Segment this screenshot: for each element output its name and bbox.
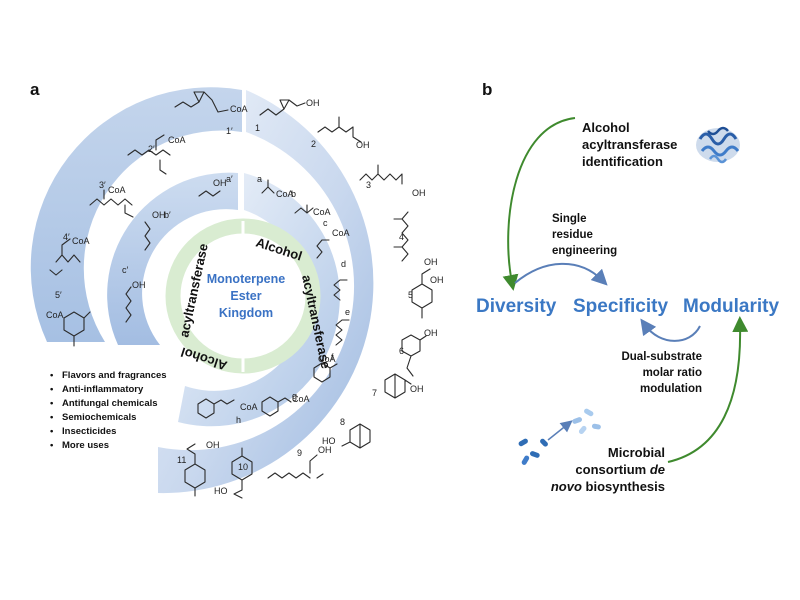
acyl-label-f: f: [331, 352, 334, 362]
identification-line3: identification: [582, 154, 663, 169]
use-item-3: Antifungal chemicals: [62, 398, 158, 409]
center-title-line1: Monoterpene: [207, 272, 286, 286]
svg-text:OH: OH: [318, 445, 332, 455]
protein-structure-icon: [696, 126, 740, 164]
acyl-coa-label-5p: 5′: [55, 290, 62, 300]
use-bullet-4: •: [50, 412, 54, 423]
outer-ring-right-band: [158, 90, 374, 494]
alcohol-label-8: 8: [340, 417, 345, 427]
svg-text:CoA: CoA: [230, 104, 248, 114]
alcohol-label-ap: a′: [226, 174, 233, 184]
acyl-coa-label-3p: 3′: [99, 180, 106, 190]
svg-text:CoA: CoA: [292, 394, 310, 404]
engineering-line3: engineering: [552, 245, 617, 257]
specificity-word: Specificity: [573, 296, 668, 317]
svg-text:OH: OH: [213, 178, 227, 188]
alcohol-label-9: 9: [297, 448, 302, 458]
svg-text:OH: OH: [430, 275, 444, 285]
svg-text:OH: OH: [412, 188, 426, 198]
acyl-coa-label-2p: 2′: [148, 144, 155, 154]
center-title-line2: Ester: [230, 289, 261, 303]
alcohol-label-11: 11: [177, 455, 186, 465]
acyl-label-e: e: [345, 307, 350, 317]
arrow-modularity-to-specificity: [640, 318, 701, 342]
identification-line2: acyltransferase: [582, 137, 677, 152]
panel-a-label: a: [30, 80, 40, 99]
use-bullet-1: •: [50, 370, 54, 381]
acyl-label-c: c: [323, 218, 328, 228]
modulation-line1: Dual-substrate: [621, 351, 702, 363]
svg-text:CoA: CoA: [108, 185, 126, 195]
identification-line1: Alcohol: [582, 120, 630, 135]
svg-text:OH: OH: [206, 440, 220, 450]
use-item-1: Flavors and fragrances: [62, 370, 167, 381]
acyl-label-h: h: [236, 415, 241, 425]
use-item-4: Semiochemicals: [62, 412, 136, 423]
alcohol-label-bp: b′: [164, 210, 171, 220]
alcohol-label-10: 10: [238, 462, 248, 472]
svg-text:CoA: CoA: [168, 135, 186, 145]
diversity-word: Diversity: [476, 296, 557, 317]
use-bullet-6: •: [50, 440, 54, 451]
svg-text:OH: OH: [410, 384, 424, 394]
svg-text:OH: OH: [152, 210, 166, 220]
alcohol-label-4: 4: [399, 232, 404, 242]
svg-text:OH: OH: [132, 280, 146, 290]
svg-text:CoA: CoA: [332, 228, 350, 238]
acyl-label-g: g: [292, 391, 297, 401]
consortium-line1: Microbial: [608, 445, 665, 460]
svg-text:CoA: CoA: [276, 189, 294, 199]
alcohol-label-cp: c′: [122, 265, 129, 275]
use-item-5: Insecticides: [62, 426, 116, 437]
engineering-line2: residue: [552, 229, 593, 241]
svg-text:OH: OH: [424, 328, 438, 338]
alcohol-label-5: 5: [408, 290, 413, 300]
svg-text:OH: OH: [306, 98, 320, 108]
panel-b-label: b: [482, 80, 492, 99]
uses-list: • Flavors and fragrances • Anti-inflamma…: [50, 370, 167, 451]
svg-text:CoA: CoA: [313, 207, 331, 217]
middle-ring-left-band: [107, 172, 238, 345]
svg-text:CoA: CoA: [240, 402, 258, 412]
svg-text:OH: OH: [356, 140, 370, 150]
acyl-coa-label-4p: 4′: [63, 232, 70, 242]
engineering-line1: Single: [552, 213, 587, 225]
arrow-identification-to-diversity: [502, 117, 576, 291]
alcohol-label-3: 3: [366, 180, 371, 190]
alcohol-label-1: 1: [255, 123, 260, 133]
svg-text:CoA: CoA: [318, 354, 336, 364]
use-item-6: More uses: [62, 440, 109, 451]
svg-text:CoA: CoA: [72, 236, 90, 246]
use-bullet-5: •: [50, 426, 54, 437]
modulation-line3: modulation: [640, 383, 702, 395]
center-title-line3: Kingdom: [219, 306, 273, 320]
acyl-coa-label-1p: 1′: [226, 126, 233, 136]
modulation-line2: molar ratio: [643, 367, 702, 379]
consortium-line3: novo biosynthesis: [551, 479, 665, 494]
molecule-structures: CoA CoA CoA CoA CoA OH OH OH OH OH OH OH: [46, 91, 444, 499]
microbe-cells-icon: [518, 408, 601, 465]
use-bullet-2: •: [50, 384, 54, 395]
alcohol-label-2: 2: [311, 139, 316, 149]
acyl-label-d: d: [341, 259, 346, 269]
svg-text:HO: HO: [322, 436, 336, 446]
acyl-label-b: b: [291, 189, 296, 199]
use-bullet-3: •: [50, 398, 54, 409]
arrow-consortium-to-modularity: [667, 316, 749, 463]
svg-text:OH: OH: [424, 257, 438, 267]
outer-ring-left-band: [30, 87, 243, 342]
acyl-label-a: a: [257, 174, 262, 184]
middle-ring-right-band: [178, 173, 340, 427]
modularity-word: Modularity: [683, 296, 779, 317]
use-item-2: Anti-inflammatory: [62, 384, 144, 395]
alcohol-label-7: 7: [372, 388, 377, 398]
svg-text:CoA: CoA: [46, 310, 64, 320]
consortium-line2: consortium de: [575, 462, 665, 477]
svg-text:HO: HO: [214, 486, 228, 496]
arrow-diversity-to-specificity: [514, 262, 608, 286]
